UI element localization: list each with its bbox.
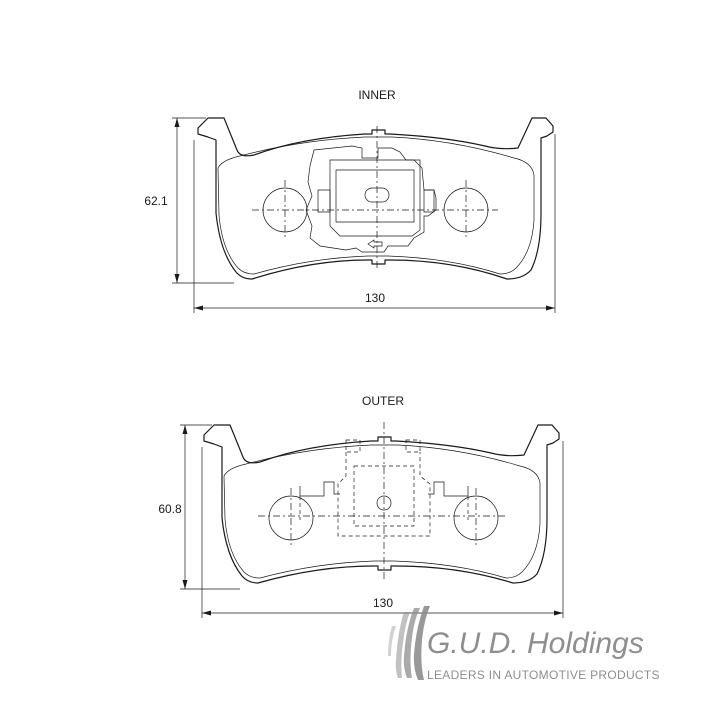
inner-width-arrow-left — [194, 305, 203, 311]
outer-height-arrow-top — [182, 425, 188, 434]
inner-clip — [305, 145, 437, 253]
gud-swoosh-icon — [388, 606, 430, 680]
inner-clip-window — [329, 159, 421, 237]
outer-friction-outline — [223, 444, 541, 579]
outer-centre-hole — [376, 495, 392, 511]
outer-view-title: OUTER — [362, 394, 404, 408]
outer-width-value: 130 — [373, 596, 393, 610]
gud-holdings-logo: G.U.D. Holdings LEADERS IN AUTOMOTIVE PR… — [388, 606, 660, 682]
outer-height-arrow-bottom — [182, 580, 188, 589]
inner-width-value: 130 — [365, 291, 385, 305]
outer-abutment-right — [428, 481, 469, 497]
inner-height-value: 62.1 — [144, 194, 168, 208]
inner-friction-outline — [217, 136, 535, 275]
inner-view: INNER 62.1 130 — [144, 88, 556, 313]
inner-height-arrow-top — [174, 118, 180, 127]
outer-abutment-hidden — [299, 496, 469, 520]
outer-width-arrow-right — [554, 610, 563, 616]
outer-height-value: 60.8 — [158, 502, 182, 516]
inner-view-title: INNER — [358, 88, 396, 102]
logo-name: G.U.D. Holdings — [427, 627, 644, 660]
outer-hidden-clip — [337, 439, 431, 537]
inner-height-arrow-bottom — [174, 274, 180, 283]
outer-backing-plate — [203, 424, 560, 584]
inner-clip-tabs — [317, 189, 435, 213]
logo-tagline: LEADERS IN AUTOMOTIVE PRODUCTS — [427, 668, 660, 682]
inner-backing-plate — [197, 117, 554, 280]
outer-view: OUTER 60.8 130 — [158, 394, 564, 618]
inner-width-arrow-right — [546, 305, 555, 311]
outer-abutment-left — [299, 481, 340, 497]
outer-width-arrow-left — [202, 610, 211, 616]
inner-clip-inner — [335, 169, 415, 223]
inner-wear-indicator-icon — [367, 239, 383, 249]
